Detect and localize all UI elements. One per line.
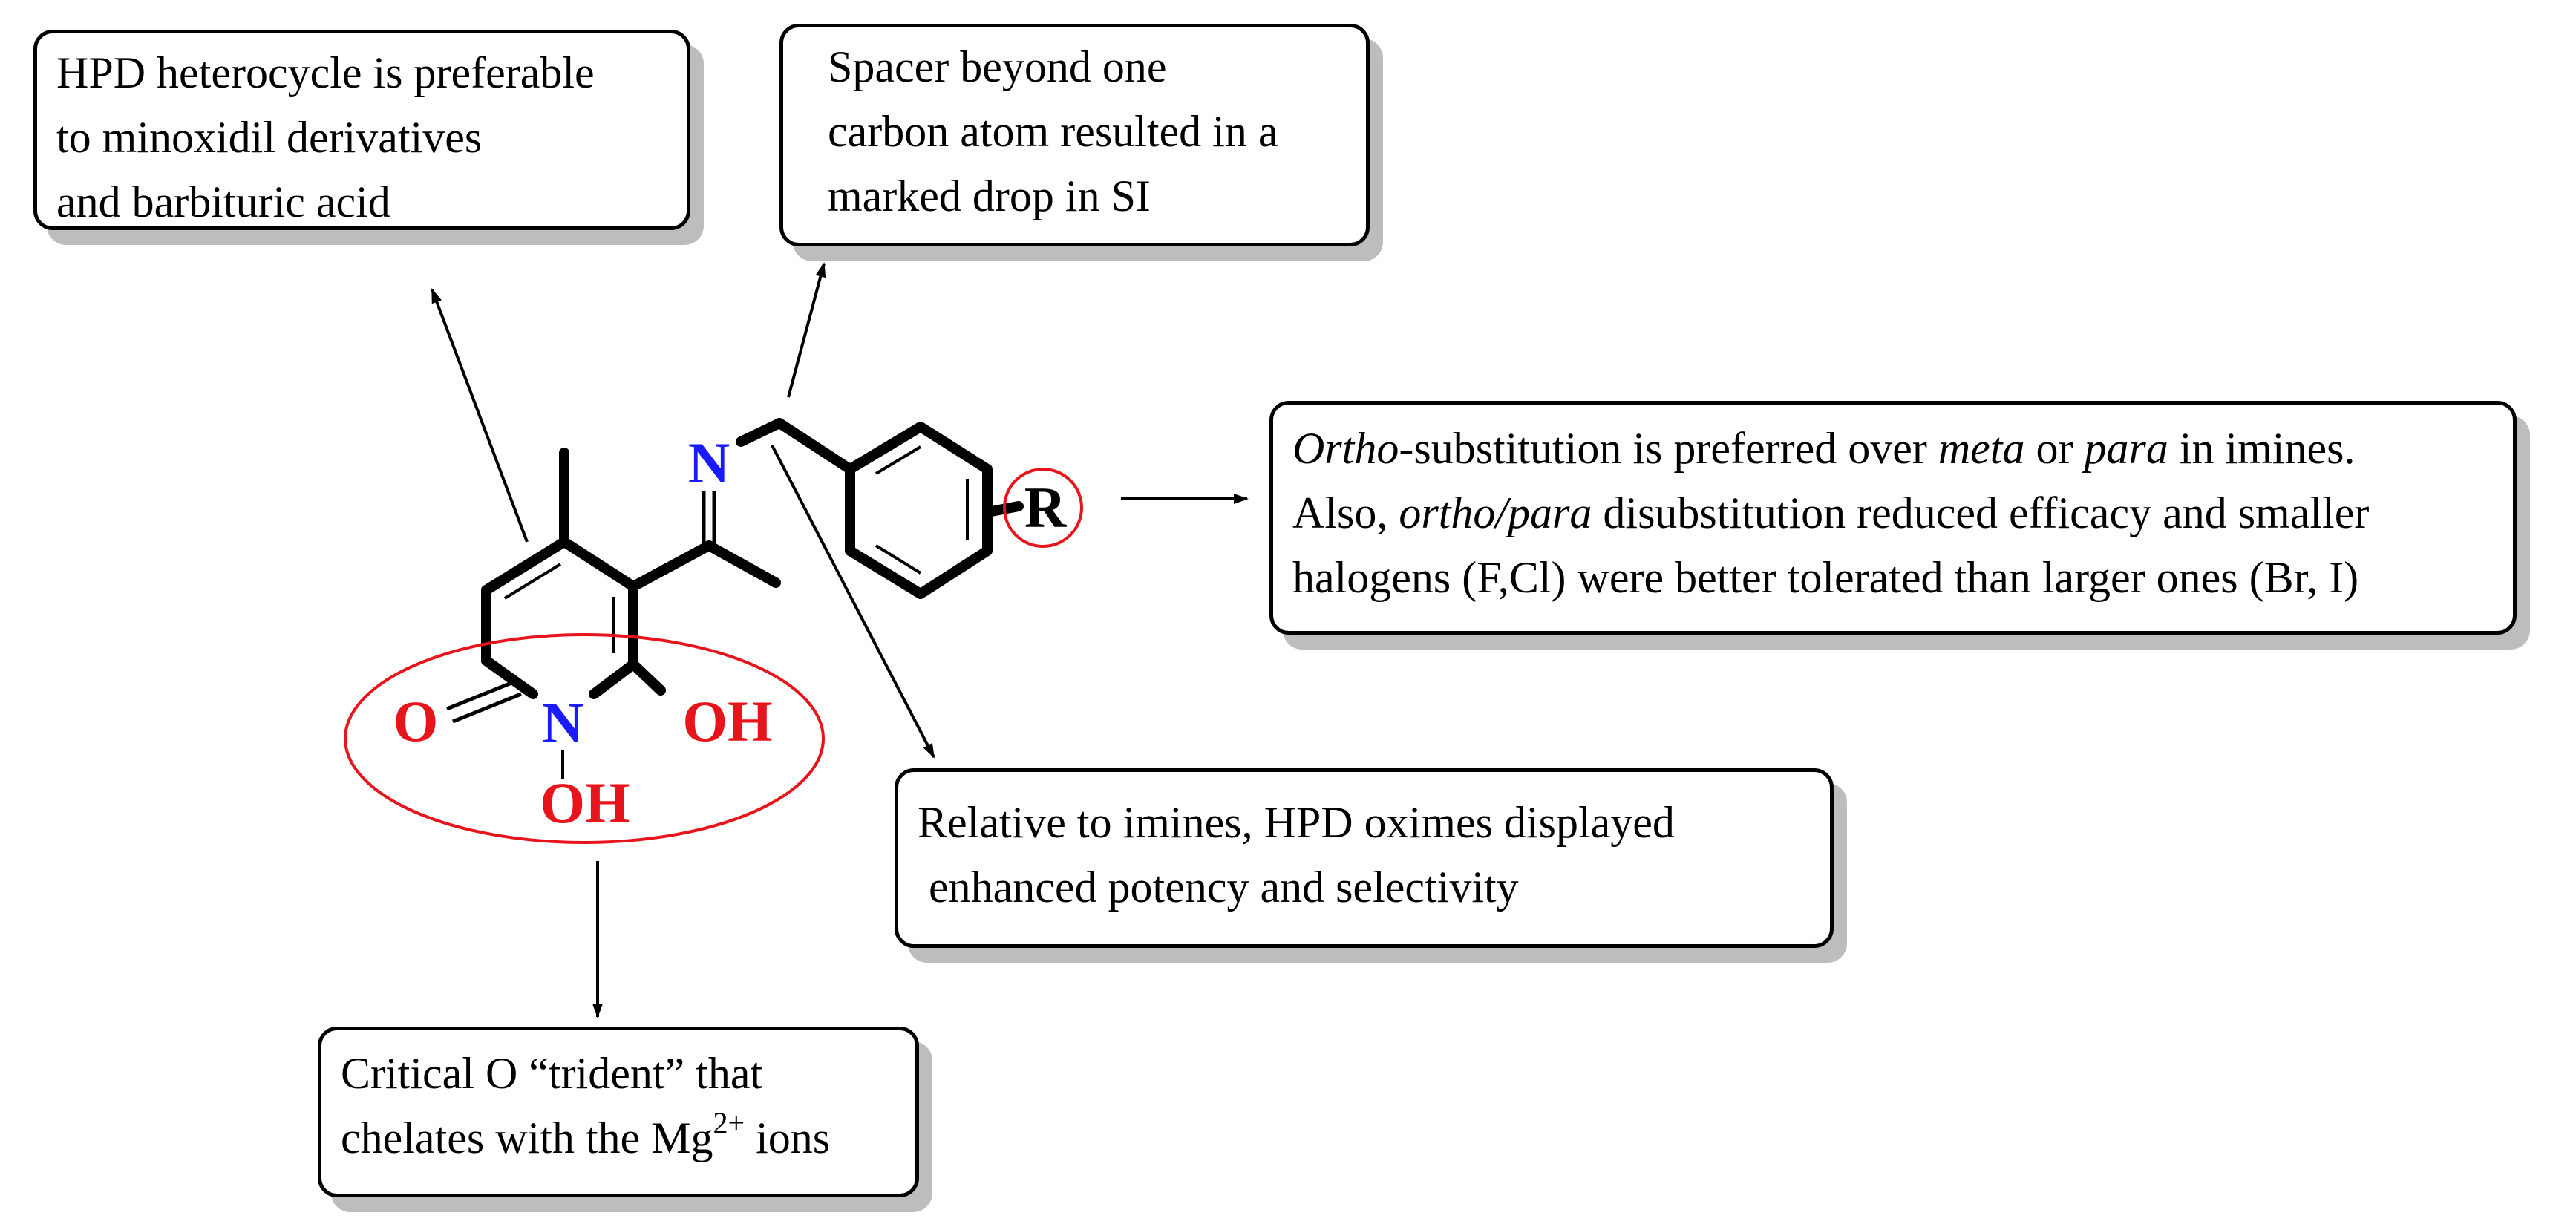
benzyl-linker — [736, 418, 855, 474]
spacer-note-line-2: carbon atom resulted in a — [828, 107, 1278, 156]
benzene-inner-bonds — [875, 445, 969, 575]
spacer-note-line-1: Spacer beyond one — [828, 42, 1167, 91]
meta-term: meta — [1938, 424, 2025, 473]
ortho-substitution-note: Ortho-substitution is preferred over met… — [1269, 401, 2517, 635]
pyridinone-ring — [481, 448, 781, 699]
hpd-note-line-2: to minoxidil derivatives — [56, 113, 483, 162]
trident-note: Critical O “trident” that chelates with … — [318, 1027, 919, 1197]
arrow-to-spacer-note — [787, 262, 826, 398]
carbonyl-bond — [446, 679, 522, 724]
ring-r-bond — [982, 501, 1024, 517]
hpd-heterocycle-note: HPD heterocycle is preferable to minoxid… — [33, 30, 690, 230]
trident-line2-text: chelates with the Mg — [341, 1113, 713, 1162]
oxime-note-line-1: Relative to imines, HPD oximes displayed — [918, 798, 1675, 847]
trident-note-line-1: Critical O “trident” that — [341, 1049, 763, 1098]
benzene-ring — [845, 422, 993, 599]
oxime-note-line-2: enhanced potency and selectivity — [918, 863, 1519, 912]
hpd-note-line-1: HPD heterocycle is preferable — [56, 48, 595, 97]
ortho-line2-text-2: disubstitution reduced efficacy and smal… — [1592, 488, 2370, 537]
imine-bond — [702, 491, 716, 546]
ortho-line1-text-2: or — [2024, 424, 2085, 473]
ortho-note-line-1: Ortho-substitution is preferred over met… — [1292, 416, 2494, 481]
ortho-note-line-2: Also, ortho/para disubstitution reduced … — [1292, 481, 2494, 546]
n-hydroxyl-label: OH — [540, 770, 630, 835]
ortho-para-term: ortho/para — [1399, 488, 1592, 537]
imine-n-label: N — [688, 431, 730, 495]
mg-charge-superscript: 2+ — [713, 1106, 745, 1139]
trident-highlight-ellipse — [344, 633, 825, 844]
carbonyl-o-label: O — [393, 689, 439, 753]
ring-n-label: N — [542, 690, 583, 755]
r-group-label: R — [1024, 475, 1068, 540]
hydroxyl-label: OH — [682, 689, 772, 753]
ortho-line1-text-3: in imines. — [2168, 424, 2356, 473]
spacer-note-line-3: marked drop in SI — [828, 171, 1151, 220]
ortho-line2-text-1: Also, — [1292, 488, 1399, 537]
ortho-line1-text-1: -substitution is preferred over — [1399, 424, 1938, 473]
ortho-note-line-3: halogens (F,Cl) were better tolerated th… — [1292, 553, 2359, 602]
oxime-note: Relative to imines, HPD oximes displayed… — [895, 768, 1834, 948]
trident-line2-suffix: ions — [745, 1113, 831, 1162]
arrow-to-hpd-note — [431, 288, 529, 543]
r-group-highlight-circle — [1003, 468, 1083, 548]
spacer-note: Spacer beyond one carbon atom resulted i… — [779, 24, 1370, 246]
para-term: para — [2084, 424, 2168, 473]
inner-double-bonds — [503, 563, 615, 653]
ortho-term: Ortho — [1292, 424, 1399, 473]
arrow-to-oxime-note — [771, 445, 935, 759]
hpd-note-line-3: and barbituric acid — [56, 177, 390, 226]
trident-note-line-2: chelates with the Mg2+ ions — [341, 1106, 896, 1171]
